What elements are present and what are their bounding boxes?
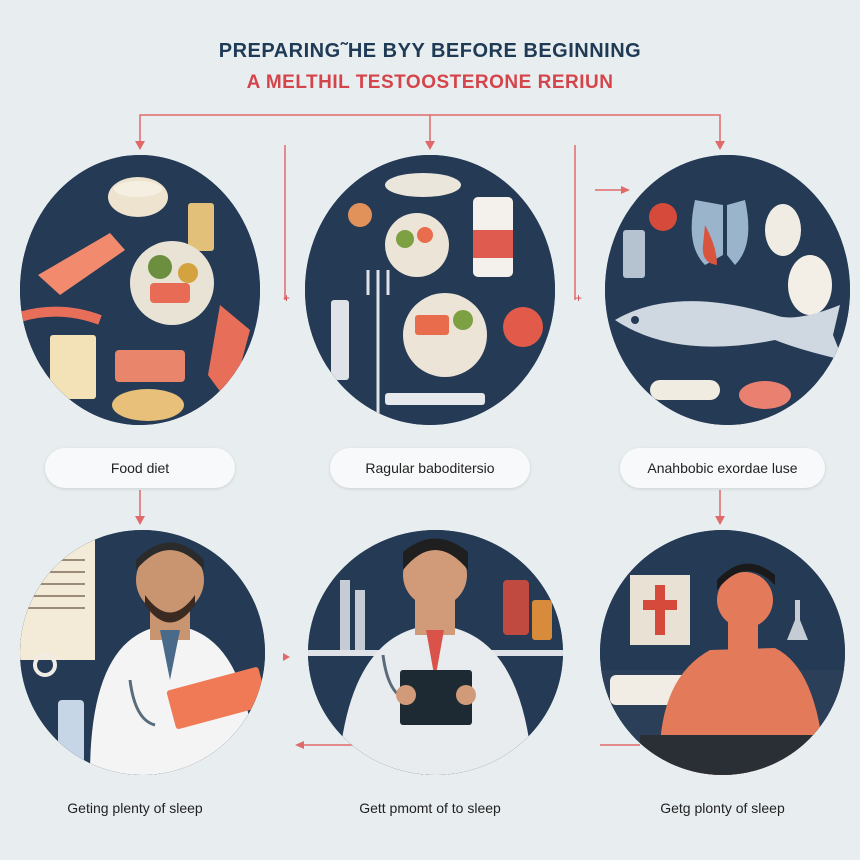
step-label-exercise: Anahbobic exordae luse	[620, 448, 825, 488]
bottle-icon	[58, 700, 84, 775]
title-line-1: PREPARING˜HE BYY BEFORE BEGINNING	[218, 40, 642, 62]
fish-icon	[385, 173, 461, 197]
test-tube-icon	[340, 580, 350, 650]
clipboard-icon	[20, 540, 95, 660]
plus-icon: +	[575, 291, 582, 305]
caption-sleep-2: Gett pmomt of to sleep	[359, 800, 501, 816]
apple-icon	[649, 203, 677, 231]
fork-icon	[366, 270, 390, 415]
lungs-icon	[691, 200, 749, 265]
apple-icon	[503, 307, 543, 347]
plus-icon: +	[283, 291, 290, 305]
syringe-icon	[385, 393, 485, 405]
medicine-bottle-icon	[503, 580, 529, 635]
milk-glass-icon	[50, 335, 96, 399]
pear-icon	[765, 204, 801, 256]
food-diet-illustration	[20, 155, 260, 425]
bloodwork-illustration	[305, 155, 555, 425]
test-tube-icon	[331, 300, 349, 380]
salad-bowl-icon	[385, 213, 449, 277]
fish-icon	[615, 301, 843, 360]
doctor-writing-illustration	[20, 530, 265, 775]
ring-icon	[33, 653, 57, 677]
flask-icon	[787, 600, 808, 640]
jar-icon	[623, 230, 645, 278]
pear-icon	[788, 255, 832, 315]
anatomy-illustration	[605, 155, 850, 425]
bone-icon	[650, 380, 720, 400]
tablet-icon	[400, 670, 472, 725]
doctor-tablet-illustration	[308, 530, 563, 775]
salmon-icon	[38, 233, 125, 295]
step-label-bloodwork: Ragular baboditersio	[330, 448, 530, 488]
caption-sleep-1: Geting plenty of sleep	[67, 800, 203, 816]
caption-sleep-3: Getg plonty of sleep	[660, 800, 785, 816]
step-label-food-diet: Food diet	[45, 448, 235, 488]
title-line-2: A MELTHIL TESTOOSTERONE RERIUN	[246, 72, 614, 93]
fish-icon	[208, 305, 250, 405]
resting-man-illustration	[600, 530, 845, 775]
notepad-icon	[166, 667, 265, 729]
juice-glass-icon	[188, 203, 214, 251]
